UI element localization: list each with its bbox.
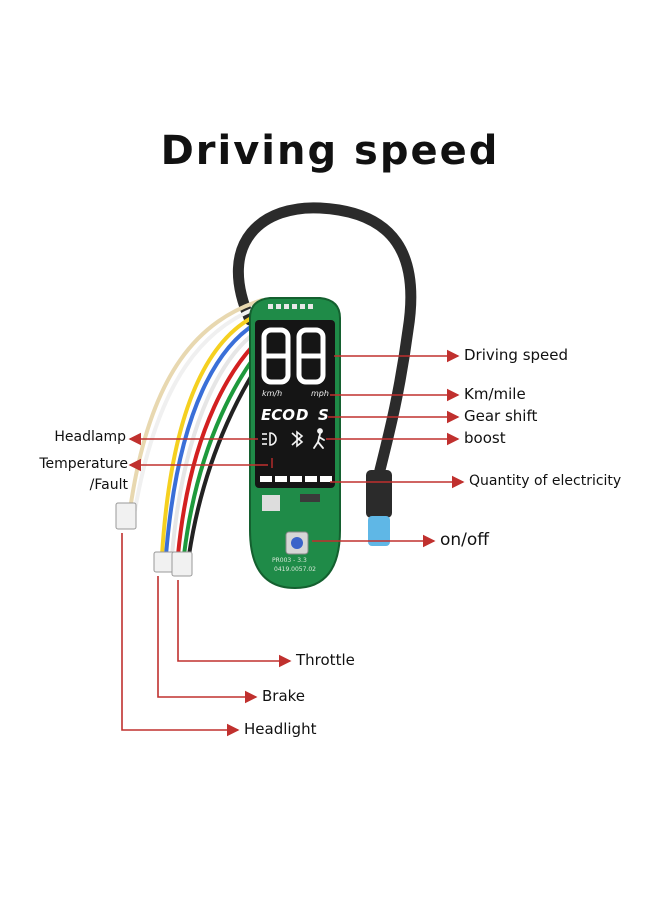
walk-icon (313, 428, 325, 449)
headlight-connector (115, 502, 137, 530)
pointer-lines (121, 349, 465, 737)
label-on-off: on/off (440, 530, 490, 550)
pcb-chip-2 (300, 494, 320, 502)
label-km-mile: Km/mile (464, 385, 526, 403)
throttle-connector (171, 551, 193, 577)
label-headlamp: Headlamp (54, 429, 126, 445)
label-gear-shift: Gear shift (464, 407, 538, 425)
unit-mph: mph (311, 389, 329, 398)
round-connector-body (366, 470, 392, 518)
label-fault: /Fault (89, 477, 128, 493)
round-connector-tip (368, 516, 390, 546)
label-quantity-of-electricity: Quantity of electricity (469, 473, 622, 489)
unit-kmh: km/h (262, 389, 283, 398)
mode-d: D (296, 406, 309, 424)
label-throttle: Throttle (296, 651, 355, 669)
pcb-text-1: PR003 - 3.3 (272, 557, 307, 564)
headlamp-icon (262, 432, 277, 446)
battery-bar (260, 476, 332, 482)
label-brake: Brake (262, 687, 306, 705)
label-boost: boost (464, 429, 506, 447)
label-headlight: Headlight (244, 720, 317, 738)
pcb-chip (262, 495, 280, 511)
mode-eco: ECO (261, 406, 296, 424)
mode-s: S (318, 406, 329, 424)
power-button-cap (291, 537, 303, 549)
label-driving-speed: Driving speed (464, 346, 569, 364)
pcb-text-2: 0419.0057.02 (274, 566, 316, 573)
page-title: Driving speed (160, 128, 500, 174)
label-temperature: Temperature (39, 456, 128, 472)
pcb-header-pins (268, 304, 313, 309)
brake-connector (153, 551, 175, 573)
speed-digits (261, 327, 326, 385)
bluetooth-icon (291, 430, 304, 448)
